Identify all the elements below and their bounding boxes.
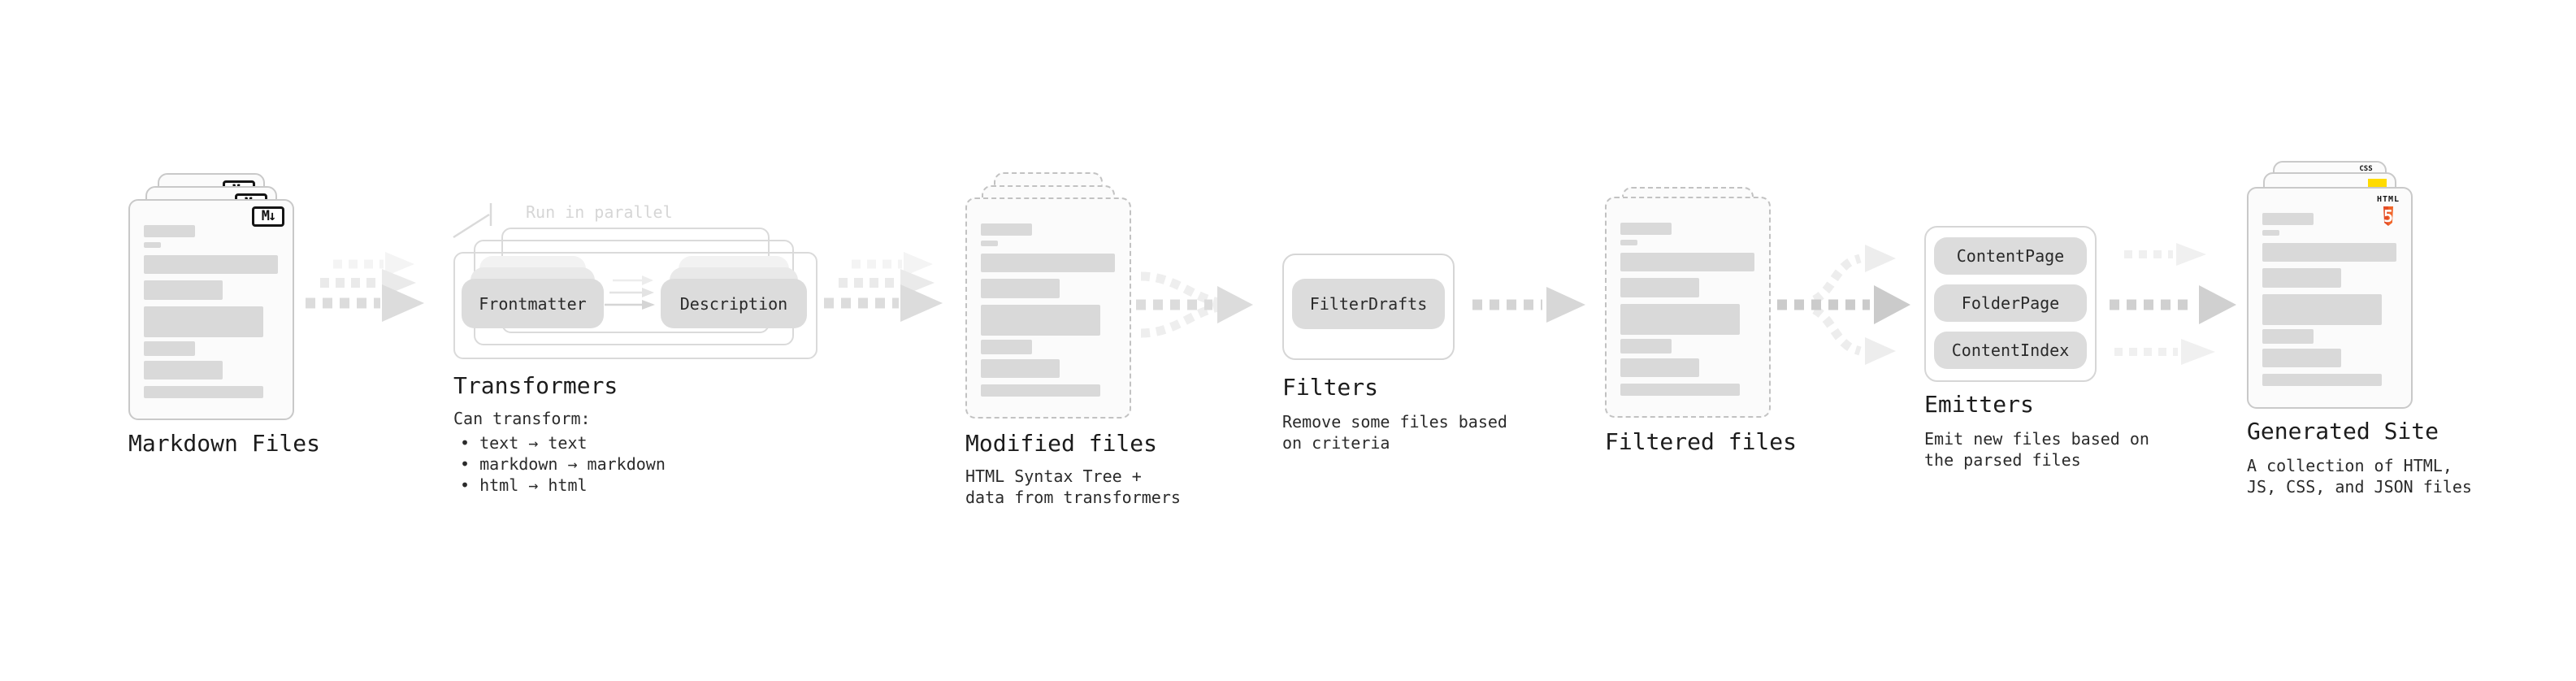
annotation-leader-line <box>453 203 492 239</box>
transformers-description-heading: Can transform: <box>453 409 591 428</box>
skeleton-bar <box>981 279 1060 298</box>
skeleton-bar <box>1620 278 1699 297</box>
skeleton-bar <box>1620 384 1740 396</box>
skeleton-bar <box>144 386 263 398</box>
generated-site-subtitle: JS, CSS, and JSON files <box>2247 477 2472 497</box>
run-in-parallel-annotation: Run in parallel <box>526 202 673 222</box>
skeleton-bar <box>981 241 998 246</box>
skeleton-bar <box>144 306 263 337</box>
skeleton-bar <box>981 223 1032 236</box>
modified-files-subtitle: data from transformers <box>965 488 1181 507</box>
skeleton-bar <box>144 280 223 300</box>
skeleton-bar <box>981 305 1100 336</box>
skeleton-bar <box>1620 358 1699 377</box>
arrow-merge-into-filters <box>1136 271 1253 338</box>
file-card-front: M↓ <box>128 199 294 420</box>
file-card-front <box>965 197 1131 419</box>
skeleton-bar <box>1620 253 1754 271</box>
modified-files-subtitle: HTML Syntax Tree + <box>965 466 1142 486</box>
filters-subtitle: on criteria <box>1282 433 1390 453</box>
skeleton-bar <box>1620 223 1672 235</box>
skeleton-bar <box>1620 339 1672 354</box>
skeleton-bar <box>2262 213 2314 225</box>
transformers-bullet: • markdown → markdown <box>460 454 666 474</box>
skeleton-bar <box>144 242 161 248</box>
skeleton-bar <box>144 361 223 380</box>
filters-subtitle: Remove some files based <box>1282 412 1507 432</box>
transformers-bullet: • text → text <box>460 433 588 453</box>
skeleton-bar <box>1620 240 1637 245</box>
stage-label-transformers: Transformers <box>453 372 618 399</box>
stage-label-modified-files: Modified files <box>965 430 1158 457</box>
skeleton-bar <box>2262 374 2382 386</box>
skeleton-bar <box>2262 329 2314 344</box>
arrow-filters-to-filtered <box>1472 287 1585 323</box>
emitters-subtitle: Emit new files based on <box>1924 429 2149 449</box>
stage-label-filtered-files: Filtered files <box>1605 428 1798 455</box>
skeleton-bar <box>981 359 1060 378</box>
skeleton-bar <box>2262 349 2341 367</box>
skeleton-bar <box>981 340 1032 354</box>
arrow-contentpage-out <box>2124 243 2206 266</box>
skeleton-bar <box>144 341 195 356</box>
parallel-arrows <box>605 275 655 310</box>
transformer-frame-front <box>453 252 817 359</box>
contentpage-pill: ContentPage <box>1934 237 2087 275</box>
emitters-subtitle: the parsed files <box>1924 450 2081 470</box>
arrow-transformers-to-modified <box>824 252 943 322</box>
file-card-front <box>1605 197 1771 418</box>
filterdrafts-pill: FilterDrafts <box>1292 279 1445 329</box>
stage-label-markdown-files: Markdown Files <box>128 430 321 457</box>
skeleton-bar <box>981 384 1100 397</box>
skeleton-bar <box>2262 268 2341 288</box>
markdown-icon: M↓ <box>252 206 284 227</box>
arrow-markdown-to-transformers <box>306 252 424 322</box>
skeleton-bar <box>981 254 1115 272</box>
description-pill: Description <box>661 279 807 328</box>
frontmatter-pill: Frontmatter <box>462 279 604 328</box>
skeleton-bar <box>2262 243 2396 262</box>
folderpage-pill: FolderPage <box>1934 284 2087 322</box>
arrow-contentindex-out <box>2114 339 2215 365</box>
stage-label-generated-site: Generated Site <box>2247 418 2439 445</box>
skeleton-bar <box>144 255 278 274</box>
file-card-html: HTML 5 <box>2247 187 2413 409</box>
skeleton-bar <box>2262 230 2279 236</box>
contentindex-pill: ContentIndex <box>1934 332 2087 369</box>
skeleton-bar <box>2262 294 2382 325</box>
stage-label-emitters: Emitters <box>1924 391 2034 418</box>
transformers-bullet: • html → html <box>460 475 588 495</box>
generated-site-subtitle: A collection of HTML, <box>2247 456 2452 475</box>
skeleton-bar <box>1620 304 1740 335</box>
stage-label-filters: Filters <box>1282 374 1379 401</box>
arrow-folderpage-out <box>2110 285 2236 324</box>
arrow-fork-to-emitters <box>1777 245 1910 365</box>
skeleton-bar <box>144 225 195 237</box>
html5-icon: HTML 5 <box>2376 195 2400 226</box>
